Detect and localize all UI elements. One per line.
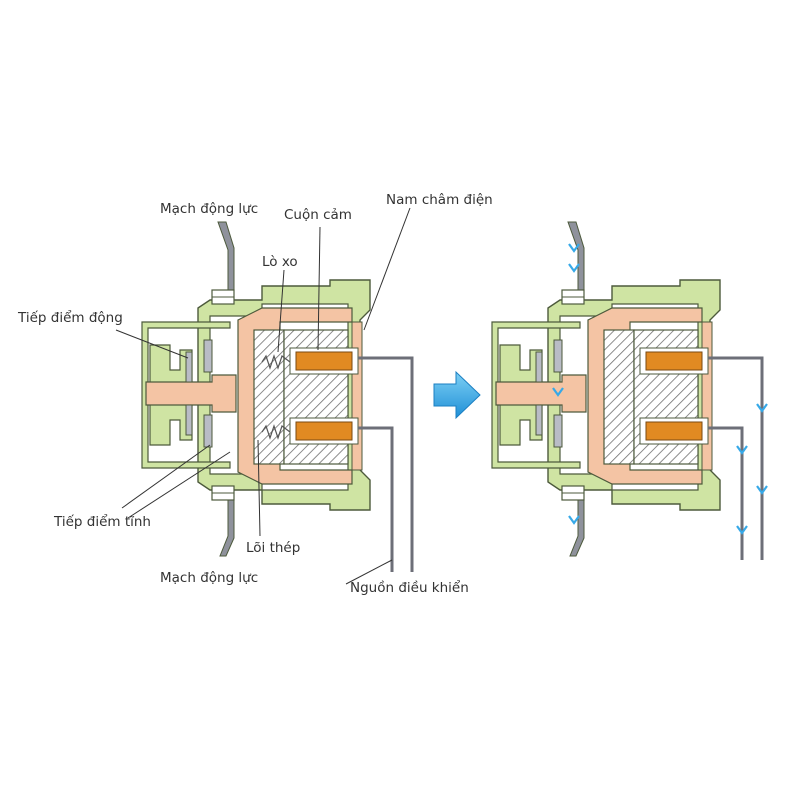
contactor-open bbox=[141, 221, 414, 572]
label-inductor-coil: Cuộn cảm bbox=[284, 207, 352, 223]
label-main-circuit-bottom: Mạch động lực bbox=[160, 570, 258, 586]
label-main-circuit-top: Mạch động lực bbox=[160, 201, 258, 217]
contactor-energized bbox=[491, 221, 769, 560]
right-arrow-icon bbox=[433, 370, 481, 420]
label-moving-contact: Tiếp điểm động bbox=[17, 309, 123, 326]
label-electromagnet: Nam châm điện bbox=[386, 192, 493, 208]
label-spring: Lò xo bbox=[262, 254, 298, 270]
label-fixed-contact: Tiếp điểm tĩnh bbox=[53, 513, 151, 530]
callout-leaders bbox=[115, 207, 411, 585]
label-control-source: Nguồn điều khiển bbox=[350, 579, 469, 596]
label-steel-core: Lõi thép bbox=[246, 540, 300, 556]
